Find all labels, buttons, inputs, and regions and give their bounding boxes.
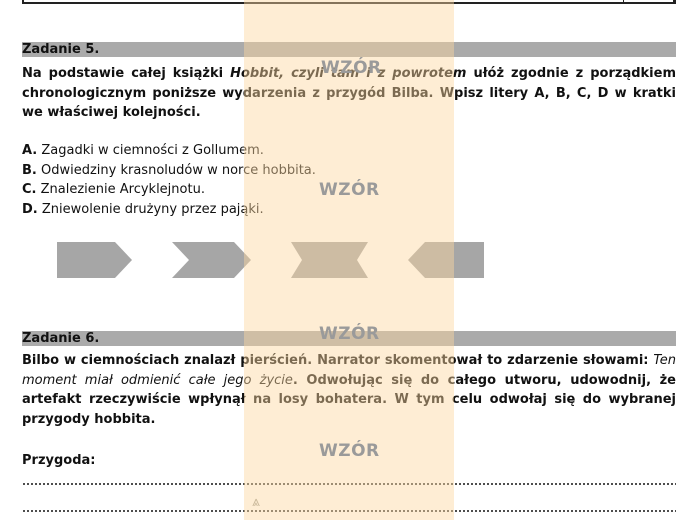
answer-box-4[interactable] — [408, 242, 484, 278]
task5-intro-b: ułóż zgodnie z porządkiem chronologiczny… — [22, 66, 676, 120]
answer-line-2[interactable] — [22, 510, 676, 512]
previous-task-table-frame — [22, 0, 676, 4]
option-b: B. Odwiedziny krasnoludów w norce hobbit… — [22, 162, 316, 178]
watermark-text: WZÓR — [319, 180, 380, 200]
table-cell-divider — [623, 0, 624, 2]
task5-intro-a: Na podstawie całej książki — [22, 66, 231, 81]
answer-line-1[interactable] — [22, 483, 676, 485]
sequence-answer-boxes — [57, 242, 484, 278]
task5-instructions: Na podstawie całej książki Hobbit, czyli… — [22, 64, 676, 123]
task6-header: Zadanie 6. — [22, 331, 676, 346]
option-a: A. Zagadki w ciemności z Gollumem. — [22, 143, 264, 158]
emblem-icon: ⩓ — [252, 494, 260, 510]
narrator-quote: Ten moment miał odmienić całe jego życie — [22, 353, 676, 388]
book-title: Hobbit, czyli tam i z powrotem — [230, 66, 467, 81]
task6-text-b: . Odwołując się do całego utworu, udowod… — [22, 372, 676, 427]
task5-options-list: A. Zagadki w ciemności z Gollumem. B. Od… — [22, 141, 316, 219]
watermark-text: WZÓR — [319, 441, 380, 461]
answer-box-1[interactable] — [57, 242, 132, 278]
task6-text-a: Bilbo w ciemnościach znalazł pierścień. … — [22, 353, 654, 368]
task5-header: Zadanie 5. — [22, 42, 676, 57]
answer-box-2[interactable] — [172, 242, 251, 278]
adventure-field-label: Przygoda: — [22, 453, 96, 468]
table-cell-divider — [673, 0, 674, 2]
task6-instructions: Bilbo w ciemnościach znalazł pierścień. … — [22, 351, 676, 429]
option-d: D. Zniewolenie drużyny przez pająki. — [22, 201, 264, 217]
answer-box-3[interactable] — [291, 242, 368, 278]
option-c: C. Znalezienie Arcyklejnotu. — [22, 182, 205, 197]
